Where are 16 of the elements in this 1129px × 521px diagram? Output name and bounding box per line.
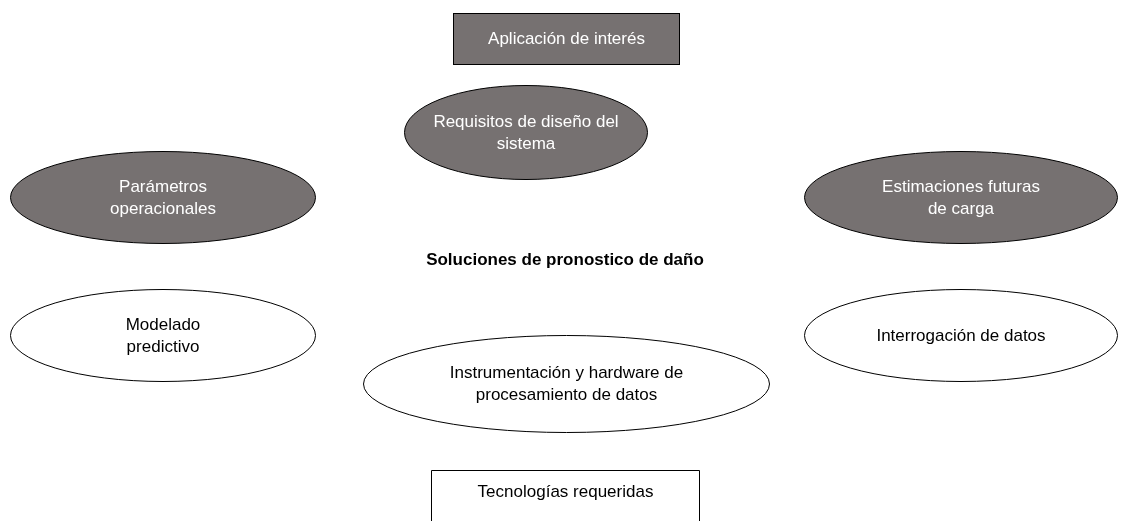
central-title: Soluciones de pronostico de daño — [425, 249, 705, 271]
node-text: Interrogación de datos — [876, 324, 1046, 347]
node-text: Aplicación de interés — [487, 28, 646, 50]
ellipse-node — [804, 151, 1118, 244]
ellipse-node — [804, 289, 1118, 382]
node-text: Parámetros operacionales — [109, 175, 217, 220]
node-text: Tecnologías requeridas — [476, 481, 655, 503]
rectangle-node — [453, 13, 680, 65]
node-text: Instrumentación y hardware de procesamiento de datos — [448, 362, 685, 406]
node-text: Modelado predictivo — [124, 313, 202, 358]
node-text: Estimaciones futuras de carga — [881, 175, 1041, 220]
node-text: Requisitos de diseño del sistema — [432, 110, 620, 155]
ellipse-node — [10, 289, 316, 382]
ellipse-node — [10, 151, 316, 244]
ellipse-node — [404, 85, 648, 180]
ellipse-node — [363, 335, 770, 433]
